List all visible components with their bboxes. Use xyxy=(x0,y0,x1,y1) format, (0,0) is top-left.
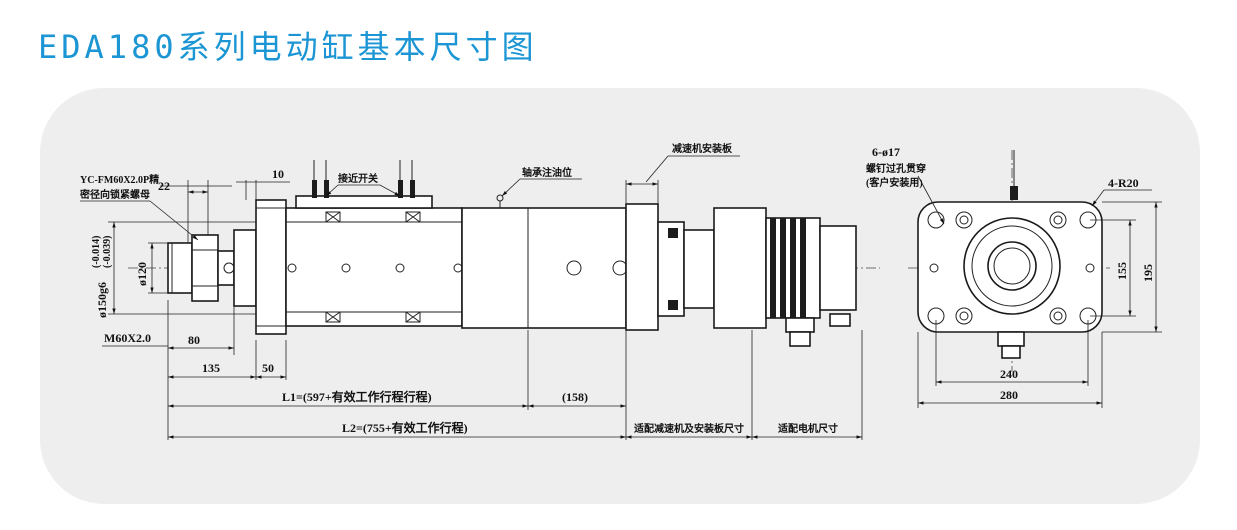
tol-150-upper: (-0.014) xyxy=(91,236,102,269)
reducer-size-label: 适配减速机及安装板尺寸 xyxy=(634,422,744,435)
end-view xyxy=(908,150,1110,372)
tol-150-lower: (-0.039) xyxy=(102,236,113,269)
side-view xyxy=(128,160,880,347)
side-dimensions: 80 135 50 L1=(597+有效工作行程行程) (158) L2=(75… xyxy=(80,142,863,440)
corner-radius-label: 4-R20 xyxy=(1108,176,1139,190)
dim-dia-120: ø120 xyxy=(135,262,149,286)
dim-dia-150: ø150g6 xyxy=(95,282,109,318)
end-dimensions: 6-ø17 螺钉过孔贯穿 (客户安装用) 4-R20 155 195 240 2… xyxy=(866,145,1162,408)
dim-50: 50 xyxy=(262,361,274,375)
dim-280: 280 xyxy=(1000,388,1018,402)
dim-158: (158) xyxy=(562,390,588,404)
dim-10: 10 xyxy=(272,167,284,181)
dim-l2: L2=(755+有效工作行程) xyxy=(342,420,468,435)
bolt-label-line2: (客户安装用) xyxy=(866,176,923,189)
bearing-oil-label: 轴承注油位 xyxy=(522,166,572,179)
dim-155: 155 xyxy=(1115,262,1129,280)
dim-240: 240 xyxy=(1000,367,1018,381)
dim-195: 195 xyxy=(1141,264,1155,282)
nut-label-line2: 密径向锁紧螺母 xyxy=(80,188,150,201)
proximity-switch-label: 接近开关 xyxy=(338,172,378,185)
dim-135: 135 xyxy=(202,361,220,375)
thread-label: M60X2.0 xyxy=(104,331,151,345)
nut-label-line1: YC-FM60X2.0P精 xyxy=(80,173,159,186)
holes-label: 6-ø17 xyxy=(872,145,900,159)
dim-22: 22 xyxy=(158,179,170,193)
bolt-label-line1: 螺钉过孔贯穿 xyxy=(866,162,926,175)
page-title: EDA180系列电动缸基本尺寸图 xyxy=(38,28,538,66)
dim-80: 80 xyxy=(188,333,200,347)
motor-size-label: 适配电机尺寸 xyxy=(778,422,838,435)
reducer-plate-label: 减速机安装板 xyxy=(672,142,733,155)
dim-l1: L1=(597+有效工作行程行程) xyxy=(282,389,432,404)
